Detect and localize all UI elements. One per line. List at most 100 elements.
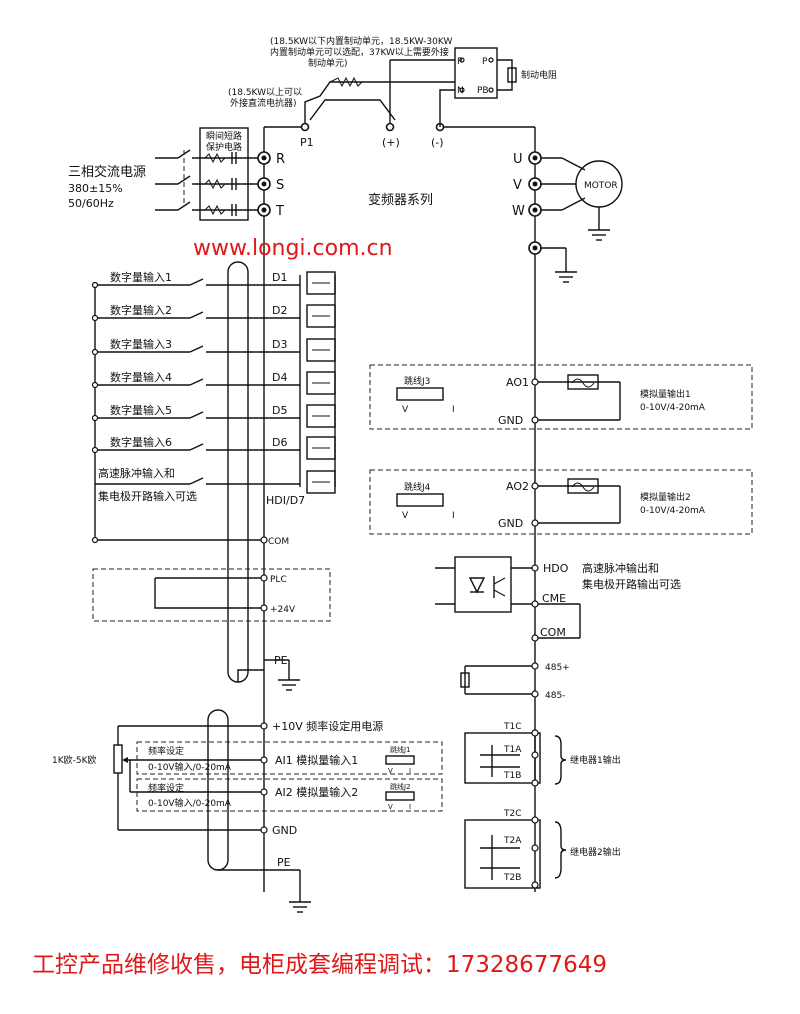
t2a-label: T2A xyxy=(503,836,522,846)
gnd-ai-terminal xyxy=(260,826,268,834)
d4-term-label: D4 xyxy=(272,371,287,384)
series-label: 变频器系列 xyxy=(368,192,433,208)
di5-label: 数字量输入5 xyxy=(110,403,172,417)
d2-term-label: D2 xyxy=(272,304,287,317)
protection-label-1: 瞬间短路 xyxy=(206,130,242,142)
ao2-desc-1: 模拟量输出2 xyxy=(640,491,691,503)
rs485-minus-label: 485- xyxy=(545,691,565,701)
freq-label-1: 频率设定 xyxy=(148,745,184,757)
com-out-terminal xyxy=(531,634,539,642)
protection-label-2: 保护电路 xyxy=(206,141,242,153)
analog-output-wiring xyxy=(369,364,753,535)
rs485-plus-terminal xyxy=(531,662,539,670)
pot-label: 1K欧-5K欧 xyxy=(52,754,97,766)
j1-label: 跳线J1 xyxy=(390,745,411,754)
brake-resistor-label: 制动电阻 xyxy=(521,69,557,81)
ao2-desc-2: 0-10V/4-20mA xyxy=(640,506,706,516)
analog-input-wiring xyxy=(113,709,443,913)
u-label: U xyxy=(513,152,523,167)
motor-label: MOTOR xyxy=(584,181,618,191)
brake-unit xyxy=(389,47,517,127)
d1-term-label: D1 xyxy=(272,271,287,284)
d3-term-label: D3 xyxy=(272,338,287,351)
j2-i: I xyxy=(409,803,411,811)
v10-terminal xyxy=(260,722,268,730)
t-label: T xyxy=(275,204,284,219)
reactor-note-line1: (18.5KW以上可以 xyxy=(228,87,302,98)
gnd1-label: GND xyxy=(498,414,523,427)
ai2-label: AI2 模拟量输入2 xyxy=(275,785,358,799)
ao1-terminal xyxy=(531,378,539,386)
rs485-minus-terminal xyxy=(531,690,539,698)
hdo-desc-2: 集电极开路输出可选 xyxy=(582,577,681,591)
hdo-label: HDO xyxy=(543,562,569,575)
j1-v: V xyxy=(388,767,393,775)
j4-i: I xyxy=(452,511,455,521)
brake-note-line2: 内置制动单元可以选配，37KW以上需要外接 xyxy=(270,46,449,58)
motor-wiring xyxy=(535,157,623,283)
com-out-label: COM xyxy=(540,626,566,639)
range-label-1: 0-10V输入/0-20mA xyxy=(148,761,232,773)
pe-label-lower: PE xyxy=(277,856,291,869)
t2b-terminal xyxy=(531,881,539,889)
ao1-desc-2: 0-10V/4-20mA xyxy=(640,403,706,413)
hdi-label-2: 集电极开路输入可选 xyxy=(98,489,197,503)
cme-label: CME xyxy=(542,592,566,605)
p1-label: P1 xyxy=(300,136,314,149)
power-label-3: 50/60Hz xyxy=(68,197,114,210)
v24-label: +24V xyxy=(270,605,296,615)
range-label-2: 0-10V输入/0-20mA xyxy=(148,797,232,809)
ao1-desc-1: 模拟量输出1 xyxy=(640,388,691,400)
brake-p-left: P xyxy=(457,57,463,67)
t1b-label: T1B xyxy=(503,771,521,781)
plus-terminal xyxy=(385,122,395,132)
w-label: W xyxy=(512,204,525,219)
j2-v: V xyxy=(388,803,393,811)
brake-n: N xyxy=(457,86,464,96)
power-label-1: 三相交流电源 xyxy=(68,164,146,180)
hdi-term-label: HDI/D7 xyxy=(266,494,305,507)
ao1-label: AO1 xyxy=(506,376,529,389)
digital-input-wiring xyxy=(91,261,336,691)
brake-p-right: P xyxy=(482,57,488,67)
gnd2-terminal xyxy=(531,519,539,527)
minus-label: (-) xyxy=(431,136,444,149)
di1-label: 数字量输入1 xyxy=(110,270,172,284)
j4-label: 跳线J4 xyxy=(404,481,431,493)
di2-label: 数字量输入2 xyxy=(110,303,172,317)
hdo-wiring xyxy=(435,556,581,639)
t1a-terminal xyxy=(531,751,539,759)
gnd-ai-label: GND xyxy=(272,824,297,837)
di6-label: 数字量输入6 xyxy=(110,435,172,449)
com-label: COM xyxy=(268,537,289,547)
ao2-label: AO2 xyxy=(506,480,529,493)
gnd2-label: GND xyxy=(498,517,523,530)
brake-pb: PB xyxy=(477,86,489,96)
t2c-label: T2C xyxy=(503,809,522,819)
rs485-plus-label: 485+ xyxy=(545,663,570,673)
t2a-terminal xyxy=(531,844,539,852)
rs485-wiring xyxy=(460,665,535,695)
j3-i: I xyxy=(452,405,455,415)
t2b-label: T2B xyxy=(503,873,521,883)
hdo-terminal xyxy=(531,564,539,572)
hdo-desc-1: 高速脉冲输出和 xyxy=(582,561,659,575)
t1b-terminal xyxy=(531,779,539,787)
freq-label-2: 频率设定 xyxy=(148,782,184,794)
gnd1-terminal xyxy=(531,416,539,424)
j1-i: I xyxy=(409,767,411,775)
dc-reactor xyxy=(304,76,455,127)
s-label: S xyxy=(276,178,284,193)
reactor-note-line2: 外接直流电抗器) xyxy=(230,97,297,109)
brake-note-line3: 制动单元) xyxy=(308,57,348,69)
cme-terminal xyxy=(531,600,539,608)
v10-label: +10V 频率设定用电源 xyxy=(272,719,383,733)
power-label-2: 380±15% xyxy=(68,182,123,195)
t1a-label: T1A xyxy=(503,745,522,755)
ai1-terminal xyxy=(260,756,268,764)
relay1-label: 继电器1输出 xyxy=(570,754,621,766)
footer-contact: 工控产品维修收售，电柜成套编程调试：17328677649 xyxy=(32,952,607,978)
plus-label: (+) xyxy=(382,136,400,149)
j3-v: V xyxy=(402,405,409,415)
